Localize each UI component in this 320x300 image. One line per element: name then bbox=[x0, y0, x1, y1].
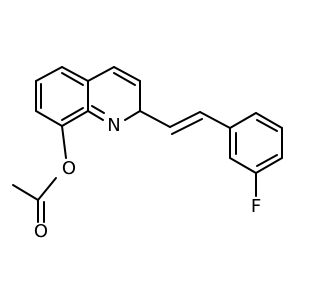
structure-canvas: N O O F bbox=[12, 66, 283, 242]
bond bbox=[12, 184, 39, 201]
fluorine-label: F bbox=[251, 196, 261, 217]
bond bbox=[87, 66, 115, 82]
bond-double-inner bbox=[256, 154, 278, 167]
bond-double-inner bbox=[256, 119, 278, 132]
bond-double-inner bbox=[113, 72, 136, 86]
bond bbox=[255, 112, 283, 129]
bond-double-inner bbox=[61, 107, 84, 121]
bond bbox=[255, 157, 283, 174]
bond bbox=[139, 110, 171, 128]
nitrogen-label: N bbox=[107, 115, 120, 136]
bond bbox=[229, 157, 257, 174]
bond-double-inner bbox=[61, 72, 84, 86]
bond bbox=[124, 110, 141, 121]
bond bbox=[87, 110, 104, 121]
bond-double-inner bbox=[171, 118, 203, 135]
ester-oxygen-label: O bbox=[62, 158, 76, 179]
carbonyl-oxygen-label: O bbox=[34, 221, 48, 242]
bond bbox=[61, 110, 89, 127]
bond-double-inner bbox=[91, 105, 105, 114]
bond bbox=[113, 66, 141, 82]
bond bbox=[199, 111, 231, 129]
bond-lines bbox=[12, 66, 283, 223]
bond-double-outer bbox=[169, 111, 201, 128]
bond bbox=[35, 110, 63, 127]
bond bbox=[37, 177, 57, 201]
chemical-structure-svg: N O O F bbox=[12, 66, 283, 242]
bond bbox=[61, 66, 89, 82]
bond bbox=[229, 112, 257, 129]
bond bbox=[35, 66, 63, 82]
bond bbox=[61, 125, 67, 159]
